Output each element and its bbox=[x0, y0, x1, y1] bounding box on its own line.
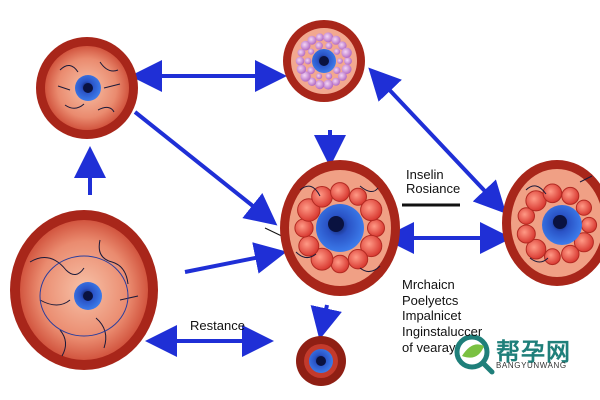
cytoplasm-blob bbox=[330, 254, 350, 274]
cell-bottom-left bbox=[10, 210, 158, 370]
vesicle bbox=[307, 66, 315, 75]
arrow-bottom-left-to-center bbox=[184, 242, 287, 274]
cytoplasm-blob bbox=[347, 249, 369, 270]
vesicle bbox=[315, 33, 324, 42]
insulin-resistance-label: Inselin Rosiance bbox=[406, 168, 460, 195]
vesicle bbox=[295, 56, 305, 66]
watermark-brand: 帮孕网 bbox=[496, 338, 571, 366]
vesicle bbox=[341, 47, 352, 58]
vesicle bbox=[308, 48, 315, 55]
cytoplasm-blob bbox=[360, 198, 383, 222]
resistance-label: Restance bbox=[190, 318, 245, 333]
cytoplasm-blob bbox=[573, 232, 594, 253]
vesicle bbox=[325, 42, 333, 50]
watermark-brand-sub: BANGYUNWANG bbox=[496, 361, 567, 370]
arrows bbox=[74, 60, 512, 357]
mechanism-line-5: of vearay bbox=[402, 339, 456, 355]
vesicle bbox=[323, 32, 334, 43]
cell-bottom-small bbox=[296, 336, 346, 386]
vesicle bbox=[304, 57, 312, 65]
cytoplasm-blob bbox=[349, 187, 367, 206]
cell-top-left bbox=[36, 37, 138, 139]
arrow-top-middle-to-right bbox=[368, 67, 507, 214]
vesicle bbox=[331, 35, 341, 45]
vesicle bbox=[333, 48, 341, 55]
cytoplasm-blob bbox=[525, 238, 547, 260]
cytoplasm-blob bbox=[330, 182, 350, 202]
mechanism-label: Mrchaicn Poelyetcs Impalnicet Inginstalu… bbox=[402, 278, 482, 356]
cytoplasm-blob bbox=[580, 216, 598, 234]
mechanism-line-1: Mrchaicn bbox=[402, 277, 455, 292]
cytoplasm-blob bbox=[544, 248, 561, 266]
cytoplasm-blob bbox=[517, 207, 535, 225]
magnifier-leaf-icon bbox=[454, 334, 495, 375]
vesicle bbox=[307, 77, 317, 87]
cytoplasm-blob bbox=[367, 219, 385, 237]
vesicle bbox=[300, 71, 311, 82]
cytoplasm-blob bbox=[561, 186, 580, 205]
vesicle bbox=[296, 64, 307, 74]
cytoplasm-blob bbox=[294, 218, 314, 238]
vesicle bbox=[332, 77, 340, 86]
vesicle bbox=[337, 58, 343, 64]
mechanism-line-4: Inginstaluccer bbox=[402, 323, 483, 339]
vesicle bbox=[307, 35, 317, 45]
insulin-label-line-2: Rosiance bbox=[406, 180, 461, 196]
vesicle bbox=[325, 72, 333, 80]
watermark: 帮孕网 BANGYUNWANG bbox=[448, 332, 598, 376]
mechanism-line-3: Impalnicet bbox=[402, 308, 462, 324]
cell-top-middle bbox=[283, 20, 365, 102]
vesicle bbox=[344, 57, 352, 65]
vesicle bbox=[333, 66, 341, 74]
cytoplasm-blob bbox=[561, 244, 580, 264]
vesicle bbox=[315, 80, 325, 90]
arrow-center-down bbox=[310, 304, 342, 340]
cell-center bbox=[280, 160, 400, 296]
cytoplasm-blob bbox=[516, 224, 536, 244]
insulin-label-line-1: Inselin bbox=[406, 167, 444, 182]
cytoplasm-blob bbox=[310, 247, 334, 271]
vesicle bbox=[341, 64, 352, 75]
vesicle bbox=[315, 42, 323, 50]
arrow-top-left-to-center bbox=[133, 110, 278, 226]
mechanism-line-2: Poelyetcs bbox=[402, 292, 459, 308]
vesicle bbox=[323, 79, 334, 90]
cytoplasm-blob bbox=[575, 199, 593, 216]
vesicle bbox=[316, 73, 323, 80]
vesicle bbox=[337, 71, 347, 81]
cell-right bbox=[502, 160, 600, 286]
cytoplasm-blob bbox=[298, 235, 320, 257]
cytoplasm-blob bbox=[360, 234, 383, 258]
vesicle bbox=[300, 40, 311, 51]
vesicle bbox=[338, 41, 347, 50]
cytoplasm-blob bbox=[311, 186, 333, 208]
vesicle bbox=[297, 48, 306, 57]
